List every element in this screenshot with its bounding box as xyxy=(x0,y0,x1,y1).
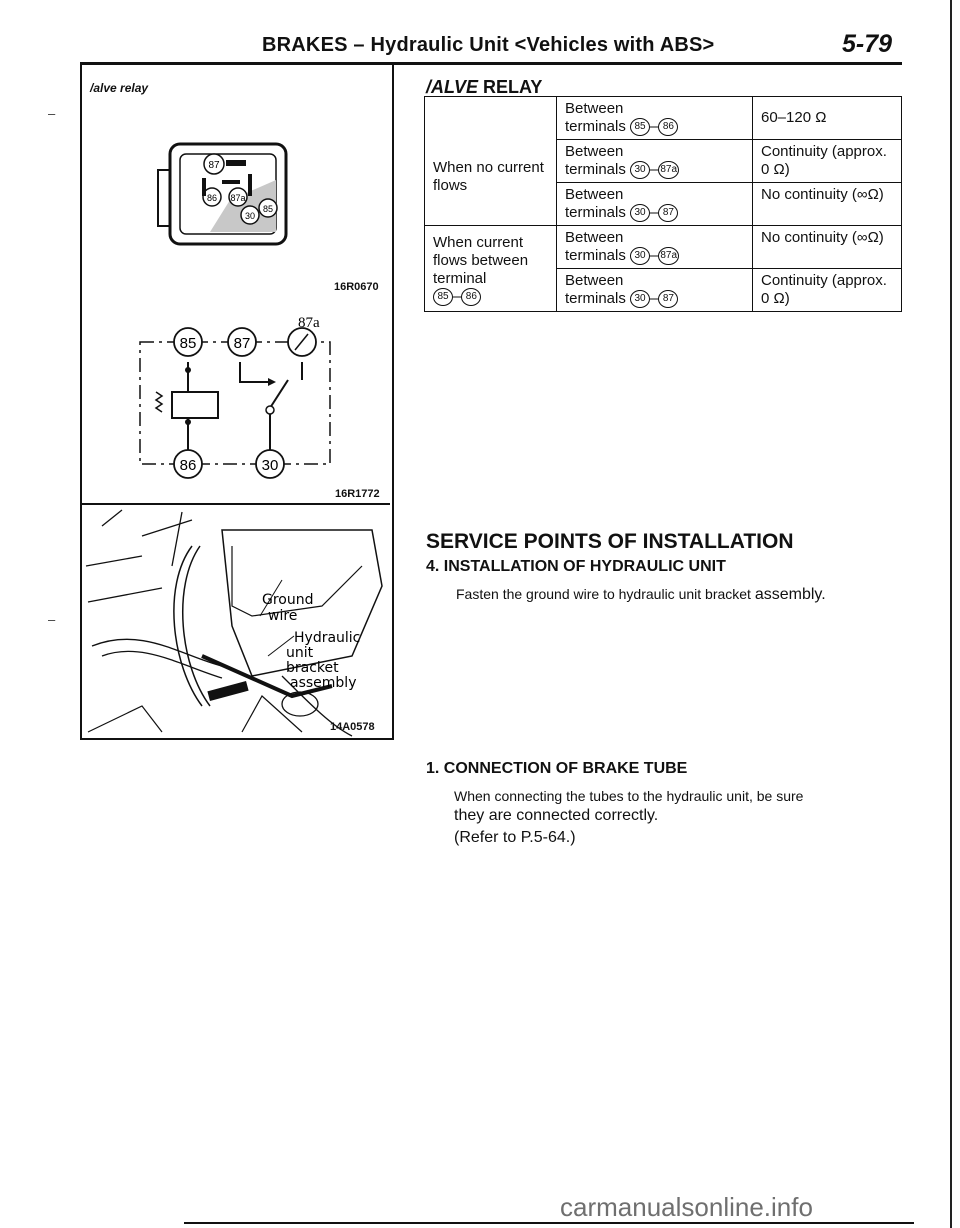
page-header-title: BRAKES – Hydraulic Unit <Vehicles with A… xyxy=(262,34,715,56)
terminal-circle: 30 xyxy=(630,290,651,309)
watermark-text: carmanualsonline.info xyxy=(560,1192,813,1222)
circuit-terminal-30: 30 xyxy=(262,457,279,474)
condition-no-current: When no current flows xyxy=(424,95,557,227)
terminal-circle: 87a xyxy=(658,161,680,180)
figure-code-1: 16R0670 xyxy=(334,281,379,293)
circuit-terminal-85: 85 xyxy=(180,335,197,352)
terminal-circle: 86 xyxy=(658,118,679,137)
relay-pin-85: 85 xyxy=(263,204,273,214)
figure-divider xyxy=(80,503,390,505)
result-cell: No continuity (∞Ω) xyxy=(752,182,902,227)
instruction-text: Fasten the ground wire to hydraulic unit… xyxy=(456,586,751,602)
figure-code-3: 14A0578 xyxy=(330,721,375,733)
brake-tube-instruction: When connecting the tubes to the hydraul… xyxy=(454,788,904,849)
measure-between: Between xyxy=(565,229,624,247)
terminal-circle: 30 xyxy=(630,247,651,266)
measure-terminals: terminals xyxy=(565,161,626,179)
measure-between: Between xyxy=(565,186,624,204)
terminal-circle: 85 xyxy=(630,118,651,137)
result-cell: 60–120 Ω xyxy=(752,95,902,141)
table-row: When current flows between terminal 85–8… xyxy=(424,225,902,313)
relay-top-view: 87 86 87a 30 85 xyxy=(157,142,288,246)
instruction-line: When connecting the tubes to the hydraul… xyxy=(454,788,804,804)
result-text: Continuity (approx. 0 Ω) xyxy=(761,272,887,308)
result-text: Continuity (approx. 0 Ω) xyxy=(761,143,887,179)
circuit-terminal-87: 87 xyxy=(234,335,251,352)
installation-instruction: Fasten the ground wire to hydraulic unit… xyxy=(456,586,826,604)
result-text: No continuity (∞Ω) xyxy=(761,229,884,247)
photo-label-wire: wire xyxy=(268,608,297,624)
result-text: 60–120 Ω xyxy=(761,109,827,127)
photo-label-assembly: assembly xyxy=(290,675,356,691)
measure-between: Between xyxy=(565,100,624,117)
terminal-circle: 30 xyxy=(630,204,651,223)
condition-text: When no current flows xyxy=(433,158,544,194)
circuit-label-87a: 87a xyxy=(298,315,320,331)
terminal-circle: 30 xyxy=(630,161,651,180)
photo-label-ground: Ground xyxy=(262,592,314,608)
terminal-circle: 85 xyxy=(433,288,453,307)
relay-pin-87a: 87a xyxy=(230,193,245,203)
terminal-circle: 86 xyxy=(461,288,482,307)
relay-pin-30: 30 xyxy=(245,211,255,221)
footer-rule xyxy=(184,1222,914,1224)
circuit-terminal-86: 86 xyxy=(180,457,197,474)
measure-terminals: terminals xyxy=(565,118,626,135)
header-rule xyxy=(80,62,902,65)
hydraulic-unit-illustration: Ground wire Hydraulic unit bracket assem… xyxy=(85,509,383,737)
table-title: /ALVE RELAY xyxy=(426,77,542,98)
relay-circuit-diagram: 85 87 87a 86 30 xyxy=(139,315,331,479)
margin-mark: – xyxy=(48,612,56,627)
relay-pin-87: 87 xyxy=(208,160,220,171)
terminal-circle: 87 xyxy=(658,290,679,309)
relay-figure-label: /alve relay xyxy=(90,81,149,95)
table-title-prefix: /ALVE xyxy=(426,77,479,97)
figure-code-2: 16R1772 xyxy=(335,488,380,500)
subsection-heading-installation: 4. INSTALLATION OF HYDRAULIC UNIT xyxy=(426,558,726,575)
instruction-line: (Refer to P.5-64.) xyxy=(454,829,576,846)
result-cell: Continuity (approx. 0 Ω) xyxy=(752,268,902,313)
condition-text: When current flows between terminal xyxy=(433,234,529,288)
relay-pin-86: 86 xyxy=(207,193,217,203)
table-title-word: RELAY xyxy=(483,77,543,97)
measure-terminals: terminals xyxy=(565,290,626,308)
measure-terminals: terminals xyxy=(565,204,626,222)
photo-label-unit: unit xyxy=(286,645,314,661)
instruction-text-end: assembly. xyxy=(754,586,826,603)
result-cell: Continuity (approx. 0 Ω) xyxy=(752,139,902,184)
result-text: No continuity (∞Ω) xyxy=(761,186,884,204)
measure-between: Between xyxy=(565,143,624,161)
photo-label-hydraulic: Hydraulic xyxy=(294,630,360,646)
margin-mark: – xyxy=(48,106,56,121)
terminal-circle: 87 xyxy=(658,204,679,223)
instruction-line: they are connected correctly. xyxy=(454,807,659,824)
section-heading: SERVICE POINTS OF INSTALLATION xyxy=(426,530,794,553)
terminal-circle: 87a xyxy=(658,247,680,266)
measure-terminals: terminals xyxy=(565,247,626,265)
figure-column xyxy=(80,64,394,740)
condition-current-flows: When current flows between terminal 85–8… xyxy=(424,225,557,313)
page-number: 5-79 xyxy=(842,30,893,58)
result-cell: No continuity (∞Ω) xyxy=(752,225,902,270)
measure-between: Between xyxy=(565,272,624,290)
right-edge-rule xyxy=(950,0,952,1228)
photo-label-bracket: bracket xyxy=(286,660,339,676)
subsection-heading-brake-tube: 1. CONNECTION OF BRAKE TUBE xyxy=(426,760,688,777)
